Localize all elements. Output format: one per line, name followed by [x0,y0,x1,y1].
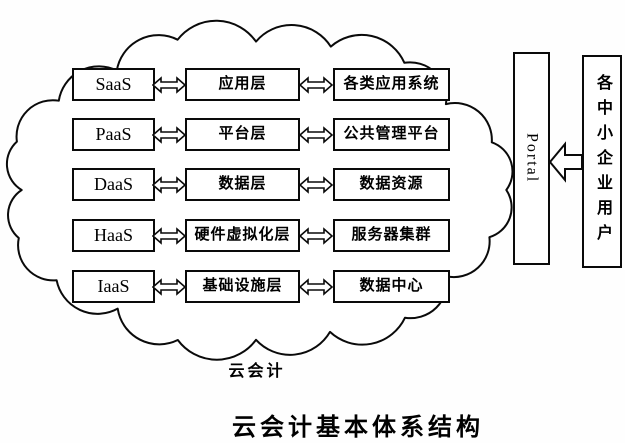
resource-box: 公共管理平台 [333,118,450,151]
double-arrow-icon [298,176,334,194]
portal-label: Portal [523,133,541,184]
service-box: HaaS [72,219,155,252]
users-box: 各中小企业用户 [582,55,622,268]
layer-row-iaas: IaaS 基础设施层 数据中心 [0,270,625,303]
resource-box: 服务器集群 [333,219,450,252]
portal-box: Portal [513,52,550,265]
users-label: 各中小企业用户 [594,74,611,249]
resource-box: 各类应用系统 [333,68,450,101]
double-arrow-icon [152,278,186,296]
double-arrow-icon [298,126,334,144]
resource-box: 数据中心 [333,270,450,303]
layer-row-saas: SaaS 应用层 各类应用系统 [0,68,625,101]
layer-row-paas: PaaS 平台层 公共管理平台 [0,118,625,151]
double-arrow-icon [152,76,186,94]
double-arrow-icon [298,278,334,296]
double-arrow-icon [152,126,186,144]
double-arrow-icon [298,227,334,245]
double-arrow-icon [152,227,186,245]
cloud-caption: 云会计 [228,363,286,380]
resource-box: 数据资源 [333,168,450,201]
diagram-title: 云会计基本体系结构 [232,415,484,441]
service-box: IaaS [72,270,155,303]
layer-box: 平台层 [185,118,300,151]
layer-box: 应用层 [185,68,300,101]
double-arrow-icon [152,176,186,194]
layer-box: 基础设施层 [185,270,300,303]
layer-box: 数据层 [185,168,300,201]
layer-box: 硬件虚拟化层 [185,219,300,252]
layer-row-daas: DaaS 数据层 数据资源 [0,168,625,201]
double-arrow-icon [298,76,334,94]
service-box: SaaS [72,68,155,101]
service-box: PaaS [72,118,155,151]
service-box: DaaS [72,168,155,201]
layer-row-haas: HaaS 硬件虚拟化层 服务器集群 [0,219,625,252]
left-block-arrow-icon [548,141,583,183]
